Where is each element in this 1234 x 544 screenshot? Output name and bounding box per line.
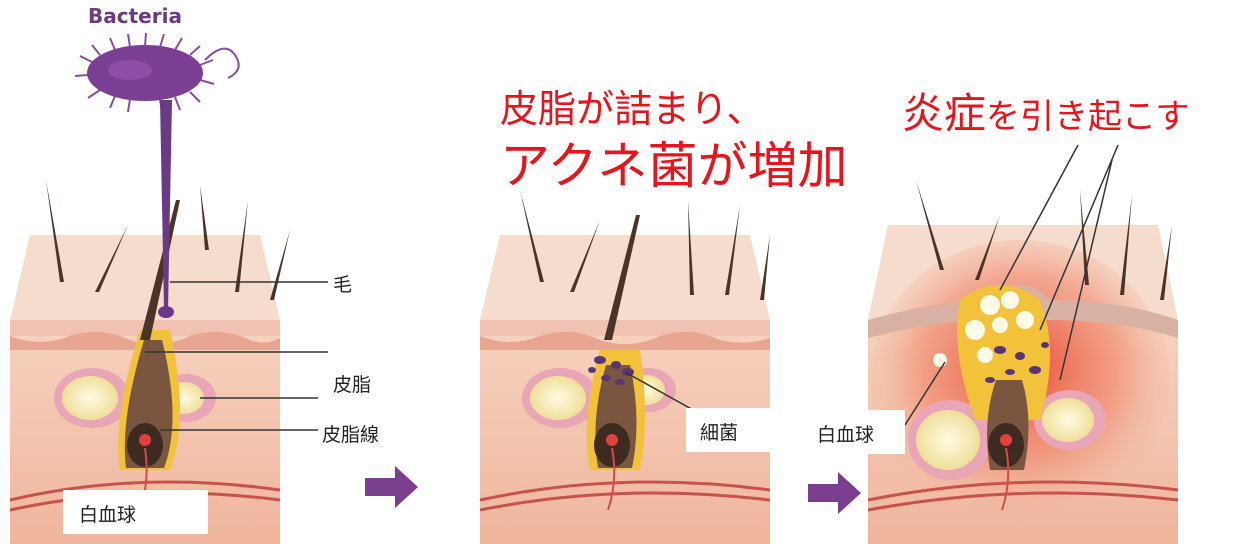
surface-hairs xyxy=(520,190,770,300)
bacteria-cluster xyxy=(985,342,1049,383)
sebaceous-gland-left xyxy=(62,376,118,420)
panel-2-title-line-1: 皮脂が詰まり、 xyxy=(500,87,765,131)
hair-follicle xyxy=(522,215,676,511)
arrows xyxy=(365,466,861,514)
sebaceous-gland-left xyxy=(530,376,586,420)
label-box-white-blood-cell-2: 白血球 xyxy=(805,410,905,454)
label-sebum: 皮脂 xyxy=(333,374,372,396)
hair-shaft xyxy=(140,200,180,340)
panel-3-inflammation xyxy=(867,144,1179,544)
label-hair: 毛 xyxy=(333,274,353,296)
bacteria-pointer xyxy=(160,100,172,310)
panel-1-normal-skin xyxy=(9,32,328,544)
bacteria-label: Bacteria xyxy=(88,4,182,28)
panel-3-title-accent: 炎症 xyxy=(902,89,987,138)
panel-2-clogged-pore xyxy=(479,190,771,544)
label-bacteria: 細菌 xyxy=(700,422,739,444)
hair-follicle xyxy=(54,200,216,511)
panel-2-title-line-2: アクネ菌が増加 xyxy=(500,137,848,195)
inflamed-follicle xyxy=(908,285,1106,511)
bacteria-cluster xyxy=(588,356,634,385)
surface-hairs xyxy=(46,180,290,300)
surface-hairs xyxy=(916,180,1172,300)
label-box-white-blood-cell-1: 白血球 xyxy=(63,490,208,534)
panel-3-title: 炎症を引き起こす xyxy=(902,80,1189,141)
blood-vessel xyxy=(9,480,281,502)
label-sebaceous-gland: 皮脂線 xyxy=(322,424,380,446)
skin-surface xyxy=(10,235,280,320)
hair-shaft xyxy=(604,215,640,340)
panel-3-title-rest: を引き起こす xyxy=(986,97,1190,137)
leader-lines-panel-3 xyxy=(904,144,1119,426)
bacteria-illustration xyxy=(74,32,240,318)
blood-vessel xyxy=(867,480,1179,502)
arrow-2 xyxy=(808,472,861,514)
label-white-blood-cell-inflamed: 白血球 xyxy=(817,424,875,446)
label-white-blood-cell: 白血球 xyxy=(79,504,137,526)
leader-lines-panel-1 xyxy=(145,281,328,431)
label-box-bacteria: 細菌 xyxy=(686,408,770,452)
arrow-1 xyxy=(365,466,418,508)
sebaceous-gland-right xyxy=(1042,398,1094,442)
sebaceous-gland-left xyxy=(916,410,980,470)
blood-vessel xyxy=(479,480,771,502)
